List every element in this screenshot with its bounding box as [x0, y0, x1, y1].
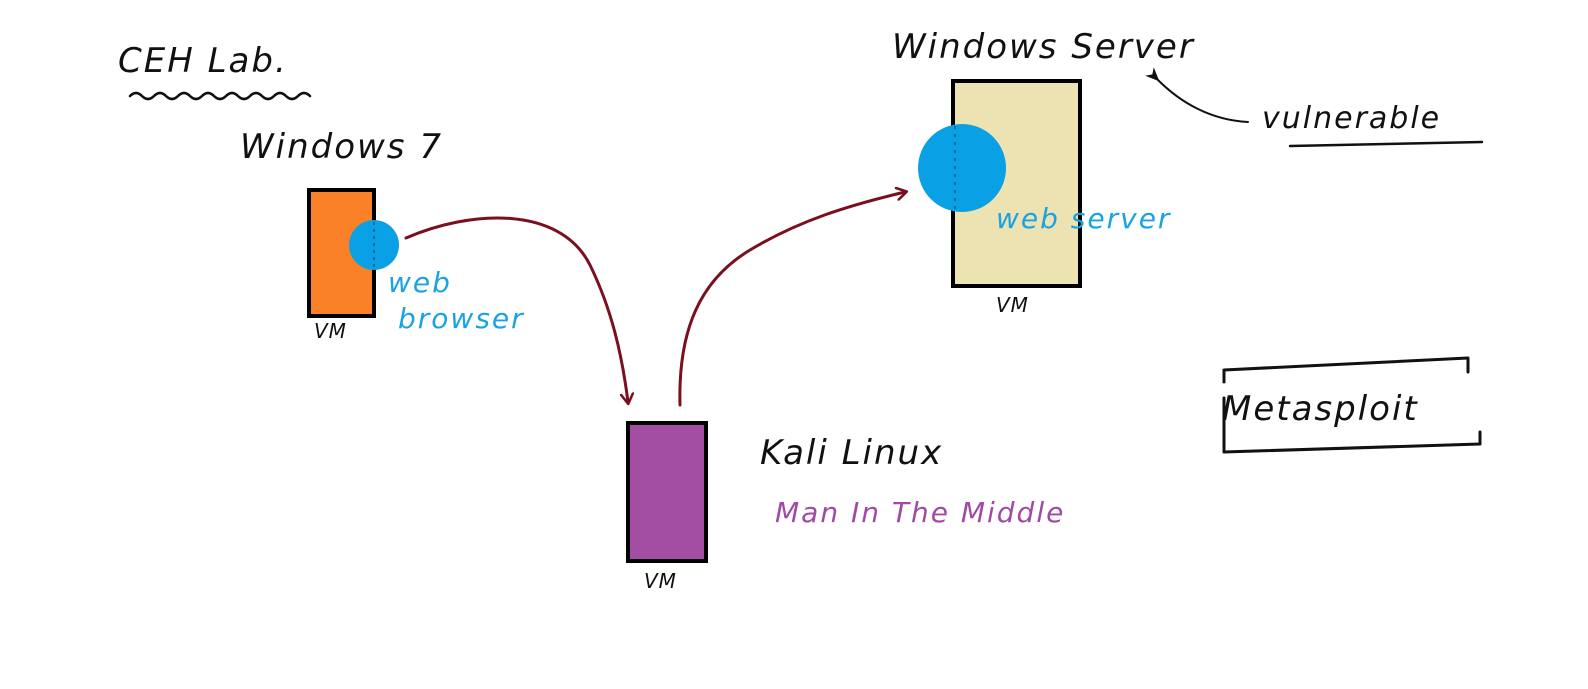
- title-squiggle-underline: [128, 91, 312, 101]
- metasploit-label: Metasploit: [1222, 389, 1419, 429]
- arrow-kali-to-windows-server: [678, 192, 905, 407]
- windows7-title: Windows 7: [240, 127, 443, 167]
- kali-role-label: Man In The Middle: [775, 496, 1065, 529]
- windows-server-vm-box: [951, 79, 1082, 288]
- metasploit-box: [1222, 356, 1482, 454]
- web-browser-label-line2: browser: [398, 302, 525, 335]
- windows-server-title: Windows Server: [892, 27, 1195, 67]
- web-server-icon: [918, 124, 1006, 212]
- kali-vm-box: [626, 421, 708, 563]
- vulnerable-pointer-arrow: [1145, 67, 1249, 123]
- arrow-windows7-to-kali: [404, 216, 628, 402]
- vulnerable-label: vulnerable: [1262, 101, 1441, 136]
- web-server-label: web server: [996, 202, 1171, 235]
- web-browser-label-line1: web: [388, 266, 452, 299]
- windows7-vm-label: VM: [314, 319, 347, 343]
- windows-server-vm-label: VM: [996, 293, 1029, 317]
- kali-title: Kali Linux: [760, 433, 943, 473]
- kali-vm-label: VM: [644, 569, 677, 593]
- page-title: CEH Lab.: [118, 41, 288, 81]
- vulnerable-underline: [1288, 140, 1484, 148]
